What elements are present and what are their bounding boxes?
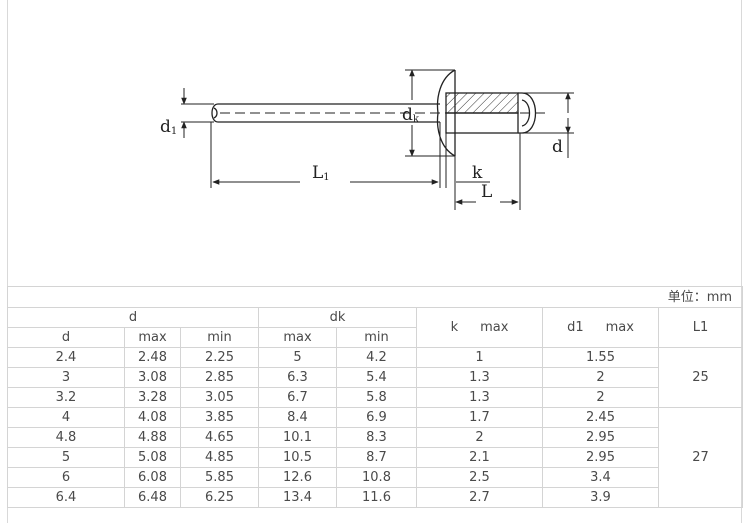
header-d-max: max [124, 327, 181, 348]
cell-d-min: 6.25 [180, 487, 259, 508]
cell-l1: 27 [657, 407, 744, 508]
cell-dk-max: 13.4 [258, 487, 337, 508]
unit-row: 单位：mm [6, 286, 744, 308]
cell-dk-min: 11.6 [336, 487, 417, 508]
cell-d-min: 4.65 [180, 427, 259, 448]
header-dk-max: max [258, 327, 337, 348]
cell-d-min: 3.85 [180, 407, 259, 428]
header-row-2: d max min max min [7, 327, 743, 348]
cell-d-min: 3.05 [180, 387, 259, 408]
cell-d-max: 5.08 [124, 447, 181, 468]
unit-label: 单位：mm [6, 286, 744, 308]
k-label: k [472, 163, 483, 183]
cell-d-max: 4.88 [124, 427, 181, 448]
cell-d-max: 3.08 [124, 367, 181, 388]
l1-label: L1 [312, 163, 330, 183]
cell-d1-max: 2.45 [542, 407, 659, 428]
cell-k-max: 1 [416, 347, 543, 368]
cell-d: 4.8 [7, 427, 125, 448]
cell-dk-max: 12.6 [258, 467, 337, 488]
cell-d-max: 6.08 [124, 467, 181, 488]
header-dk-group: dk [258, 307, 417, 328]
cell-dk-min: 6.9 [336, 407, 417, 428]
cell-d: 2.4 [7, 347, 125, 368]
cell-dk-max: 10.5 [258, 447, 337, 468]
d1-label: d1 [160, 117, 177, 137]
cell-l1: 25 [657, 347, 744, 408]
cell-dk-max: 5 [258, 347, 337, 368]
cell-d1-max: 2 [542, 367, 659, 388]
cell-d-max: 3.28 [124, 387, 181, 408]
header-d-min: min [180, 327, 259, 348]
cell-d: 3 [7, 367, 125, 388]
cell-k-max: 2.7 [416, 487, 543, 508]
cell-dk-min: 8.7 [336, 447, 417, 468]
cell-d: 5 [7, 447, 125, 468]
cell-k-max: 2.1 [416, 447, 543, 468]
cell-d: 6 [7, 467, 125, 488]
header-l1: L1 [657, 307, 744, 348]
cell-dk-min: 10.8 [336, 467, 417, 488]
cell-dk-min: 4.2 [336, 347, 417, 368]
dk-label: dk [402, 105, 420, 125]
cell-d1-max: 2.95 [542, 427, 659, 448]
cell-k-max: 2.5 [416, 467, 543, 488]
cell-d1-max: 3.4 [542, 467, 659, 488]
cell-k-max: 1.3 [416, 387, 543, 408]
header-d: d [7, 327, 125, 348]
cell-dk-max: 8.4 [258, 407, 337, 428]
cell-d-min: 5.85 [180, 467, 259, 488]
cell-dk-max: 6.3 [258, 367, 337, 388]
l-label: L [481, 182, 492, 202]
cell-d1-max: 2.95 [542, 447, 659, 468]
cell-k-max: 2 [416, 427, 543, 448]
cell-dk-min: 8.3 [336, 427, 417, 448]
cell-d-min: 2.25 [180, 347, 259, 368]
cell-d-min: 4.85 [180, 447, 259, 468]
rivet-technical-drawing: d1 dk L1 k L d [160, 69, 574, 210]
cell-dk-max: 10.1 [258, 427, 337, 448]
cell-k-max: 1.7 [416, 407, 543, 428]
header-d-group: d [7, 307, 259, 328]
cell-d1-max: 1.55 [542, 347, 659, 368]
cell-dk-min: 5.8 [336, 387, 417, 408]
dimension-lines [181, 69, 574, 210]
cell-d-max: 2.48 [124, 347, 181, 368]
cell-d: 3.2 [7, 387, 125, 408]
mandrel-shaft [211, 103, 440, 123]
page-frame [7, 0, 742, 523]
cell-dk-max: 6.7 [258, 387, 337, 408]
cell-d-max: 4.08 [124, 407, 181, 428]
cell-d1-max: 2 [542, 387, 659, 408]
d-label: d [552, 137, 563, 157]
cell-d1-max: 3.9 [542, 487, 659, 508]
cell-d-min: 2.85 [180, 367, 259, 388]
cell-dk-min: 5.4 [336, 367, 417, 388]
cell-k-max: 1.3 [416, 367, 543, 388]
header-dk-min: min [336, 327, 417, 348]
cell-d-max: 6.48 [124, 487, 181, 508]
cell-d: 4 [7, 407, 125, 428]
cell-d: 6.4 [7, 487, 125, 508]
